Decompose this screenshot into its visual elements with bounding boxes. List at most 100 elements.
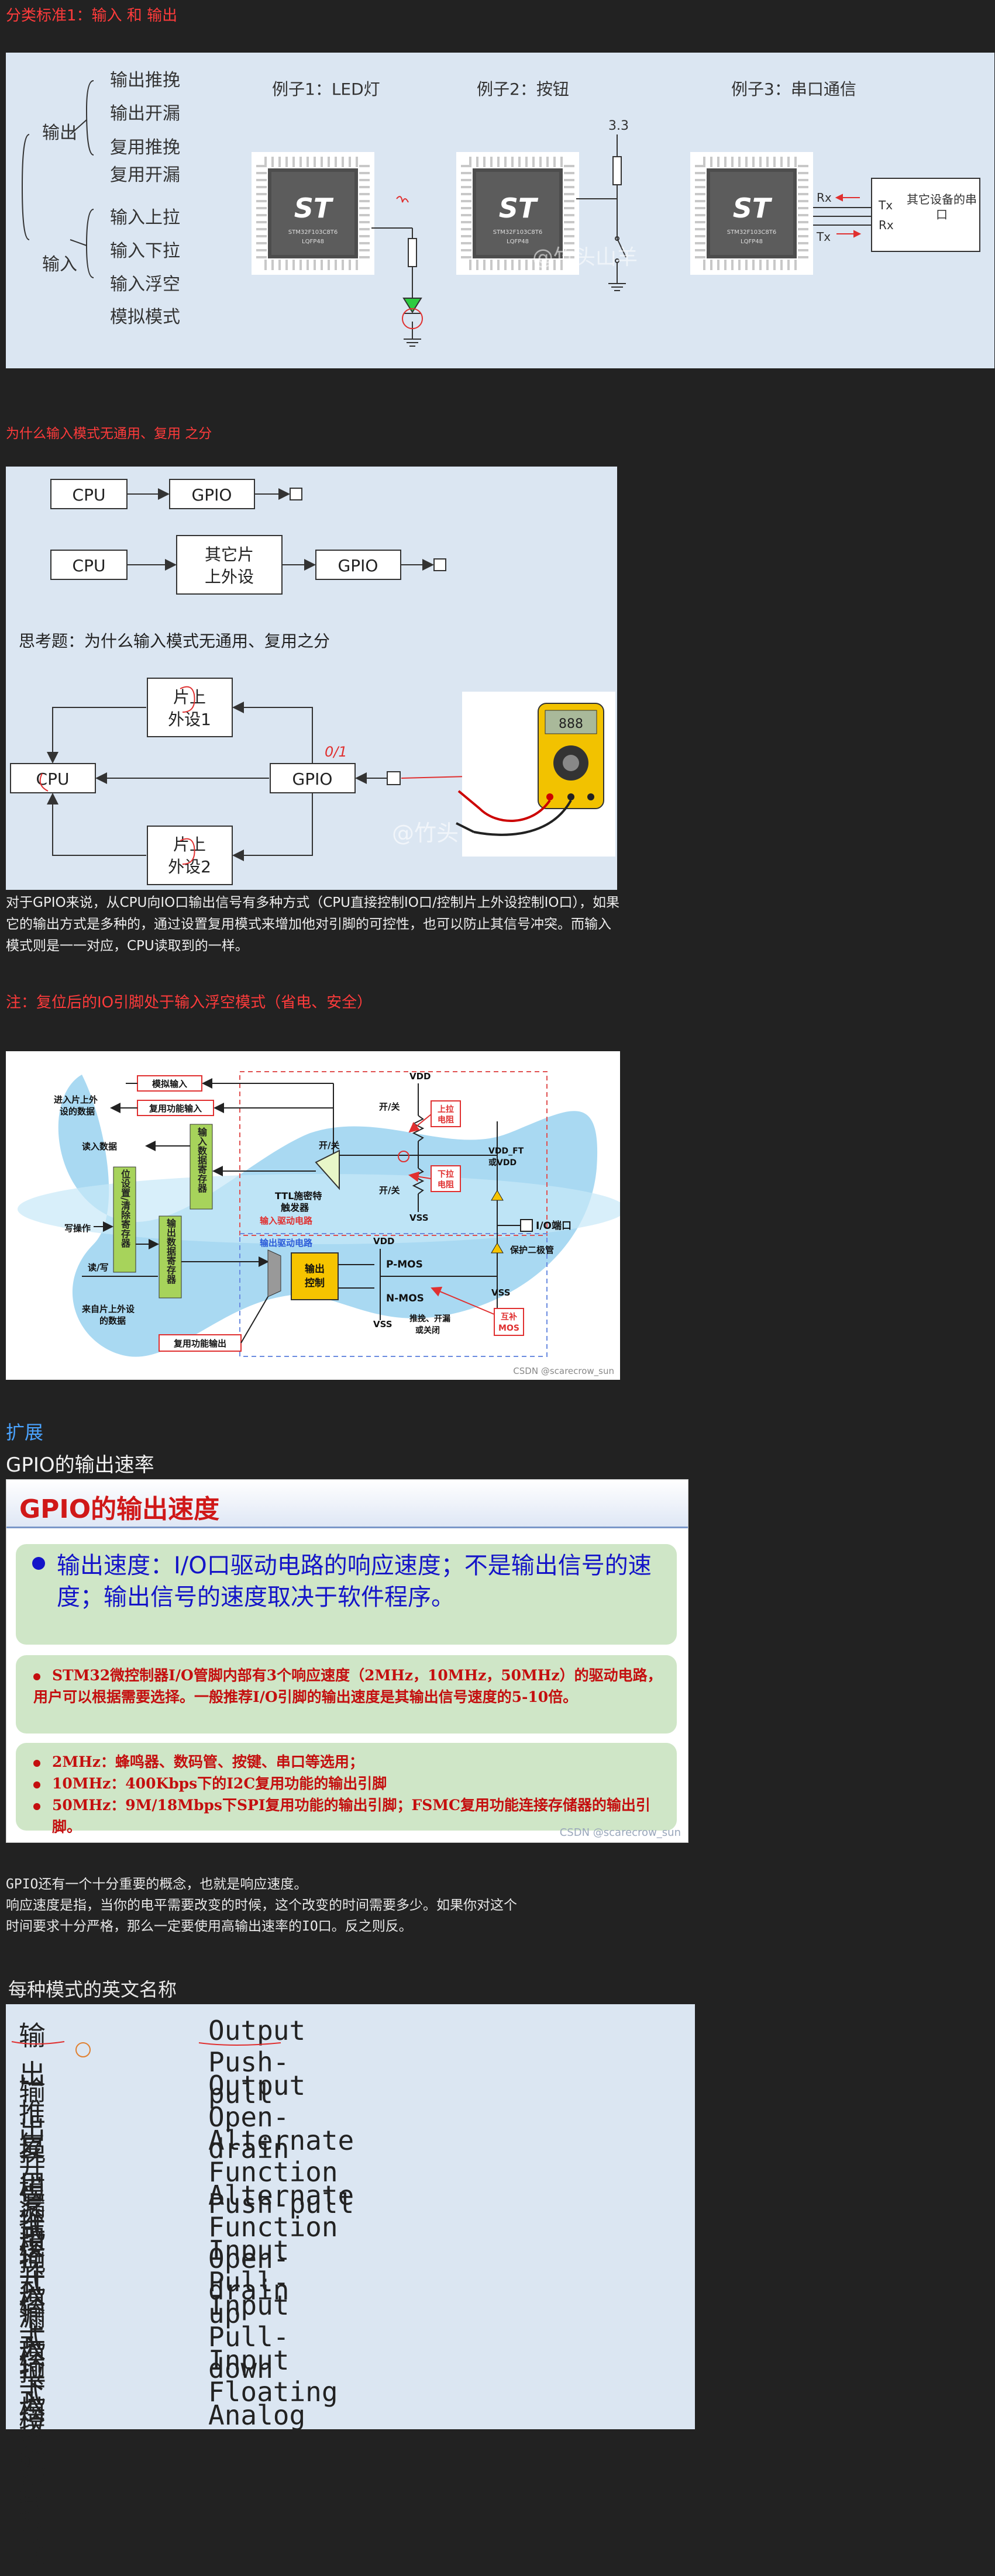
cpu-box: CPU xyxy=(73,485,106,505)
svg-text:LQFP48: LQFP48 xyxy=(741,239,763,245)
rx-label: Rx xyxy=(817,191,832,205)
vcc-label: 3.3 xyxy=(608,119,629,133)
svg-text:STM32F103C8T6: STM32F103C8T6 xyxy=(727,229,776,236)
periph1-box: 片上 xyxy=(173,688,206,707)
response-speed-paragraph: GPIO还有一个十分重要的概念，也就是响应速度。 响应速度是指，当你的电平需要改… xyxy=(6,1877,517,1934)
mcu-chip-icon: ST STM32F103C8T6 LQFP48 xyxy=(690,152,813,275)
speed-options: STM32微控制器I/O管脚内部有3个响应速度（2MHz，10MHz，50MHz… xyxy=(33,1667,662,1705)
mode-item: 复用推挽 xyxy=(110,137,180,158)
bullet-icon xyxy=(33,1802,40,1810)
svg-text:VSS: VSS xyxy=(409,1213,429,1223)
svg-text:设的数据: 设的数据 xyxy=(60,1106,95,1117)
explanation-paragraph: 对于GPIO来说，从CPU向IO口输出信号有多种方式（CPU直接控制IO口/控制… xyxy=(6,895,620,954)
nmos-label: N-MOS xyxy=(386,1293,424,1304)
svg-text:MOS: MOS xyxy=(498,1324,519,1333)
svg-text:读入数据: 读入数据 xyxy=(82,1141,117,1152)
pullup-resistor-label: 上拉 xyxy=(438,1104,454,1114)
mcu-chip-icon: ST STM32F103C8T6 LQFP48 xyxy=(252,152,374,275)
svg-text:或VDD: 或VDD xyxy=(488,1158,517,1168)
svg-text:外设2: 外设2 xyxy=(168,857,211,876)
svg-text:外设1: 外设1 xyxy=(168,710,211,729)
svg-text:控制: 控制 xyxy=(305,1277,325,1289)
watermark: CSDN @scarecrow_sun xyxy=(559,1826,681,1839)
question-text: 思考题：为什么输入模式无通用、复用之分 xyxy=(19,631,330,651)
svg-text:或关闭: 或关闭 xyxy=(415,1325,440,1335)
speed-card: GPIO的输出速度 输出速度：I/O口驱动电路的响应速度；不是输出信号的速度；输… xyxy=(6,1479,688,1843)
svg-text:VSS: VSS xyxy=(373,1319,393,1330)
section-extension: 扩展 xyxy=(6,1421,44,1444)
pulldown-resistor-label: 下拉 xyxy=(438,1169,454,1179)
bullet-icon xyxy=(33,1759,40,1767)
svg-text:的数据: 的数据 xyxy=(99,1315,126,1326)
mode-item: 输出推挽 xyxy=(110,70,180,91)
mode-item: 输出开漏 xyxy=(110,103,180,124)
svg-text:写操作: 写操作 xyxy=(64,1223,91,1234)
gpio-box-2: GPIO xyxy=(292,769,333,789)
svg-text:VDD_FT: VDD_FT xyxy=(488,1147,524,1156)
svg-text:电阻: 电阻 xyxy=(438,1115,454,1125)
svg-text:ST: ST xyxy=(499,192,539,224)
svg-text:VDD: VDD xyxy=(373,1236,395,1246)
push-pull-label: 推挽、开漏 xyxy=(409,1314,450,1324)
section-title-classification: 分类标准1：输入 和 输出 xyxy=(6,7,178,25)
note-reset-state: 注：复位后的IO引脚处于输入浮空模式（省电、安全） xyxy=(6,994,373,1011)
example1-label: 例子1：LED灯 xyxy=(272,80,380,99)
analog-input-label: 模拟输入 xyxy=(152,1079,187,1089)
svg-text:读/写: 读/写 xyxy=(88,1262,108,1273)
speed-item: 50MHz：9M/18Mbps下SPI复用功能的输出引脚；FSMC复用功能连接存… xyxy=(33,1794,668,1838)
mode-item: 输入下拉 xyxy=(110,241,180,261)
alt-output-label: 复用功能输出 xyxy=(173,1338,226,1349)
svg-text:STM32F103C8T6: STM32F103C8T6 xyxy=(493,229,542,236)
diagram-io-classification: 输出 输入 输出推挽 输出开漏 复用推挽 复用开漏 输入上拉 输入下拉 输入浮空… xyxy=(6,53,994,368)
svg-text:开/关: 开/关 xyxy=(319,1140,339,1151)
example2-label: 例子2：按钮 xyxy=(477,80,569,99)
gpio-box: GPIO xyxy=(192,485,232,505)
io-port-label: I/O端口 xyxy=(536,1220,571,1232)
chip-brand: ST xyxy=(294,192,334,224)
chip-part: STM32F103C8T6 xyxy=(288,229,338,236)
section-output-speed: GPIO的输出速率 xyxy=(6,1453,154,1477)
bullet-icon xyxy=(33,1673,40,1680)
section-mode-names: 每种模式的英文名称 xyxy=(8,1978,177,2001)
mode-item: 模拟模式 xyxy=(110,307,180,327)
example3-label: 例子3：串口通信 xyxy=(731,80,856,99)
group-output-label: 输出 xyxy=(42,123,77,143)
led-icon xyxy=(402,298,422,313)
svg-text:触发器: 触发器 xyxy=(280,1202,309,1213)
watermark: CSDN @scarecrow_sun xyxy=(513,1366,614,1377)
speed-definition: 输出速度：I/O口驱动电路的响应速度；不是输出信号的速度；输出信号的速度取决于软… xyxy=(57,1552,652,1611)
svg-text:开/关: 开/关 xyxy=(379,1185,400,1196)
section-title-why: 为什么输入模式无通用、复用 之分 xyxy=(6,426,212,441)
schmitt-trigger: TTL施密特 xyxy=(275,1190,322,1201)
other-periph-box: 其它片 xyxy=(205,545,254,564)
svg-text:上外设: 上外设 xyxy=(205,567,254,586)
tx-label: Tx xyxy=(816,230,831,244)
multimeter-icon: 888 xyxy=(456,692,615,857)
svg-text:来自片上外设: 来自片上外设 xyxy=(81,1304,135,1314)
signal-mark: 0/1 xyxy=(325,744,347,760)
svg-text:Rx: Rx xyxy=(879,218,894,232)
bit-set-reset-register: 位设置/清除寄存器 xyxy=(119,1169,130,1248)
mcu-chip-icon: ST STM32F103C8T6 LQFP48 xyxy=(456,152,579,275)
bullet-icon xyxy=(32,1557,45,1570)
diagram-gpio-structure: 进入片上外 设的数据 读入数据 写操作 读/写 来自片上外设 的数据 模拟输入 … xyxy=(6,1051,626,1380)
speed-card-title: GPIO的输出速度 xyxy=(19,1494,220,1524)
output-data-register: 输出数据寄存器 xyxy=(165,1218,176,1284)
mode-item: 输入上拉 xyxy=(110,208,180,228)
watermark: @竹头 xyxy=(392,820,459,846)
protection-diode-label: 保护二极管 xyxy=(509,1245,554,1255)
svg-text:CPU: CPU xyxy=(73,556,106,575)
speed-item: 10MHz：400Kbps下的I2C复用功能的输出引脚 xyxy=(33,1773,668,1794)
alt-input-label: 复用功能输入 xyxy=(149,1103,202,1114)
input-driver-label: 输入驱动电路 xyxy=(260,1216,313,1226)
output-driver-label: 输出驱动电路 xyxy=(260,1238,313,1248)
mode-item: 输入浮空 xyxy=(110,274,180,295)
speed-item: 2MHz：蜂鸣器、数码管、按键、串口等选用； xyxy=(33,1751,668,1773)
chip-package: LQFP48 xyxy=(302,239,324,245)
svg-text:ST: ST xyxy=(733,192,773,224)
periph2-box: 片上 xyxy=(173,835,206,854)
svg-text:电阻: 电阻 xyxy=(438,1180,454,1190)
svg-text:VSS: VSS xyxy=(491,1287,511,1298)
input-data-register: 输入数据寄存器 xyxy=(196,1127,207,1193)
